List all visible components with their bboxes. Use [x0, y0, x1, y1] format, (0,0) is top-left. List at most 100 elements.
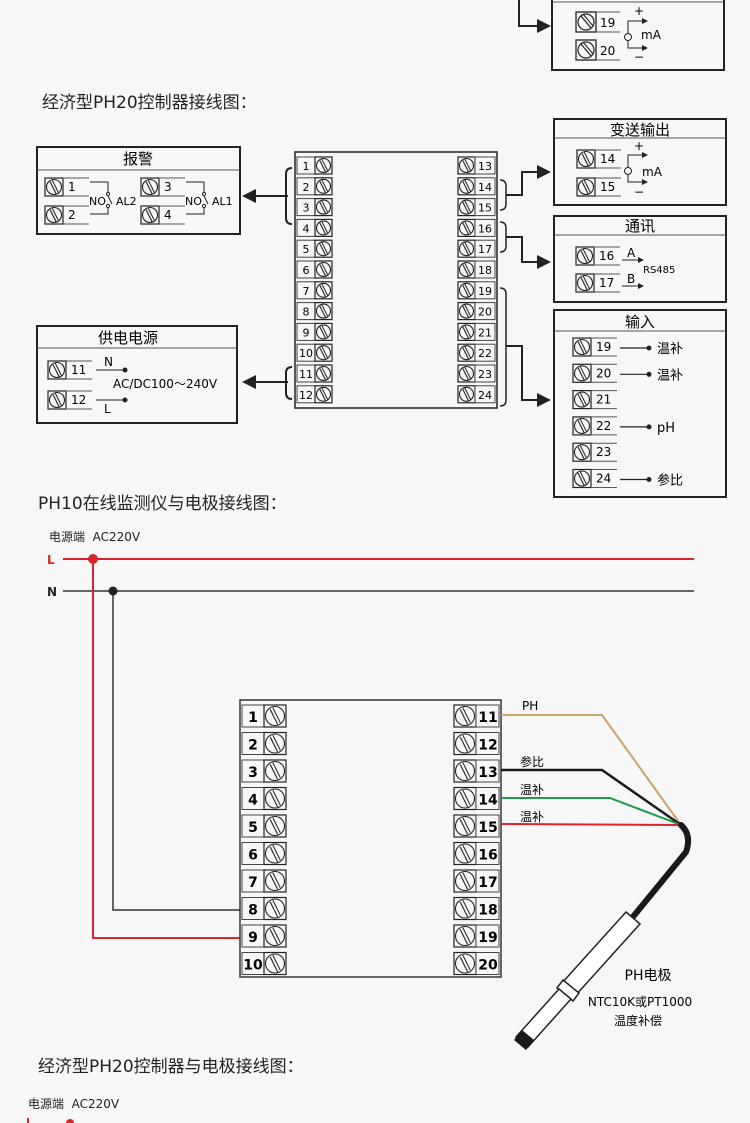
terminal-label: 24 [596, 472, 611, 486]
neutral-wire [112, 591, 243, 911]
terminal-screw-icon [457, 385, 476, 404]
controller-terminal-label: 3 [248, 765, 258, 781]
controller-terminal-label: 22 [478, 347, 492, 360]
unit-label: mA [641, 28, 662, 42]
controller-terminal-label: 21 [478, 326, 492, 339]
wire-reference [501, 768, 682, 827]
terminal-label: 19 [596, 340, 611, 354]
junction-dot [88, 554, 98, 564]
terminal-screw-icon [457, 177, 476, 196]
terminal-screw-icon [44, 177, 64, 197]
live-wire [92, 559, 243, 939]
terminal-screw-icon [457, 239, 476, 258]
terminal-screw-icon [263, 731, 287, 756]
controller-terminal-label: 20 [478, 306, 492, 319]
terminal-screw-icon [263, 704, 287, 728]
terminal-label: 11 [71, 363, 86, 377]
arrow-right-icon [537, 19, 551, 33]
terminal-screw-icon [572, 390, 592, 410]
terminal-label: 14 [600, 152, 615, 166]
controller-terminal-label: 3 [303, 202, 310, 215]
junction-dot [108, 586, 118, 596]
wire-label: 温补 [520, 810, 544, 824]
terminal-screw-icon [453, 869, 477, 893]
arrow-left-icon [242, 375, 256, 389]
terminal-screw-icon [572, 416, 592, 436]
terminal-screw-icon [453, 704, 477, 728]
wire-label: 参比 [520, 754, 544, 769]
arrow-left-icon [242, 189, 256, 203]
terminal-screw-icon [314, 302, 333, 321]
terminal-screw-icon [314, 218, 333, 238]
wire-temp-comp-1 [501, 797, 682, 826]
terminal-label: 12 [71, 393, 86, 407]
controller-terminal-label: 1 [303, 160, 310, 173]
current-source-icon [624, 152, 648, 185]
terminal-screw-icon [314, 197, 333, 217]
terminal-label: 1 [68, 180, 76, 194]
terminal-screw-icon [453, 951, 477, 976]
ph-electrode-icon [514, 822, 692, 1050]
terminal-screw-icon [140, 177, 160, 197]
controller-terminal-label: 6 [303, 264, 310, 277]
controller-terminal-label: 17 [478, 875, 497, 891]
relay-label-al1: AL1 [212, 195, 233, 208]
power-source-label: 电源端 AC220V [49, 530, 141, 544]
transmit-box-title: 变送输出 [610, 121, 670, 139]
minus-label: − [634, 50, 644, 64]
terminal-screw-19 [575, 11, 620, 33]
protocol-label: RS485 [643, 265, 675, 276]
contact-label: NO [89, 195, 106, 208]
controller-terminal-label: 4 [303, 222, 310, 235]
terminal-screw-icon [263, 786, 287, 811]
terminal-screw-icon [575, 273, 595, 293]
terminal-label: 22 [596, 419, 611, 433]
ph20-electrode-heading: 经济型PH20控制器与电极接线图： [38, 1057, 304, 1077]
arrow-right-icon [537, 255, 551, 269]
terminal-screw-icon [575, 246, 595, 266]
terminal-screw-icon [47, 390, 67, 410]
terminal-label: 3 [164, 180, 172, 194]
terminal-label: 19 [600, 16, 615, 30]
bracket-11-12 [285, 366, 293, 400]
rs485-a-label: A [627, 246, 636, 260]
terminal-screw-icon [572, 363, 592, 383]
terminal-screw-icon [263, 759, 287, 783]
terminal-screw-icon [457, 281, 476, 300]
terminal-screw-icon [314, 322, 333, 341]
live-label: L [104, 402, 111, 416]
controller-terminal-label: 9 [303, 326, 310, 339]
controller-terminal-label: 13 [478, 160, 492, 173]
terminal-screw-icon [453, 924, 477, 948]
input-signal-label: 温补 [657, 342, 683, 357]
controller-terminal-label: 14 [478, 181, 492, 194]
controller-terminal-label: 18 [478, 903, 497, 919]
controller-terminal-label: 18 [478, 264, 492, 277]
terminal-screw-icon [314, 239, 333, 258]
terminal-screw-20 [575, 39, 620, 61]
terminal-screw-icon [572, 468, 592, 489]
contact-label: NO [185, 195, 202, 208]
relay-label-al2: AL2 [116, 195, 137, 208]
input-signal-label: pH [657, 421, 675, 436]
terminal-screw-icon [453, 814, 477, 838]
terminal-label: 20 [596, 366, 611, 380]
input-signal-label: 参比 [657, 473, 683, 489]
terminal-screw-icon [457, 156, 476, 175]
relay-switch-icon [90, 181, 209, 215]
bracket-1-4 [285, 167, 293, 225]
controller-terminal-label: 19 [478, 930, 497, 946]
minus-label: − [634, 185, 644, 199]
terminal-screw-icon [453, 731, 477, 756]
terminal-screw-icon [314, 343, 333, 362]
terminal-screw-icon [572, 442, 592, 462]
controller-terminal-label: 13 [478, 765, 497, 781]
plus-label: + [634, 4, 644, 18]
terminal-screw-icon [457, 364, 476, 383]
controller-terminal-label: 23 [478, 368, 492, 381]
controller-terminal-label: 8 [248, 903, 258, 919]
terminal-screw-icon [263, 814, 287, 838]
